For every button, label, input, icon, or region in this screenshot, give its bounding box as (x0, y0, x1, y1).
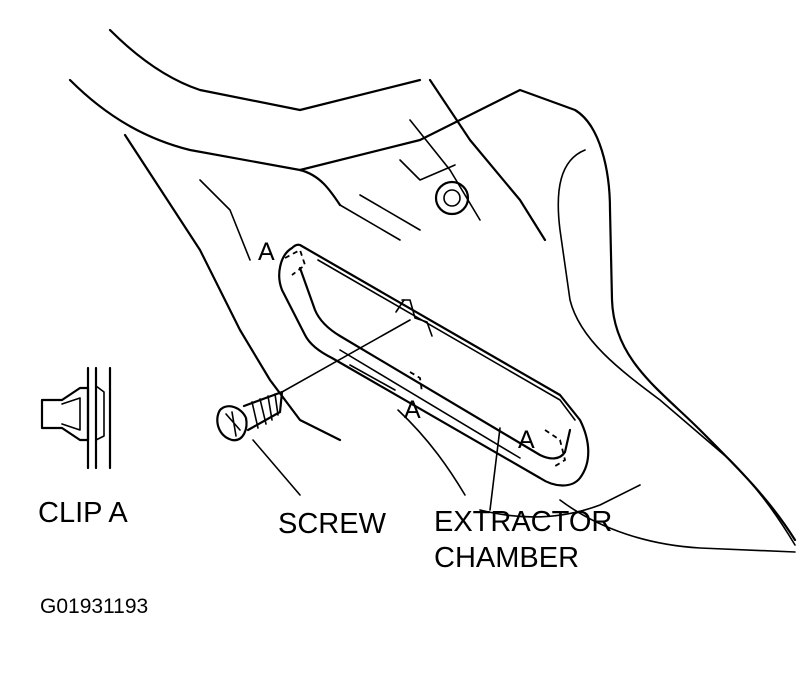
figure-code: G01931193 (40, 595, 149, 618)
leader-lines (252, 319, 501, 511)
screw-label: SCREW (278, 508, 386, 540)
callout-a-left: A (258, 238, 275, 266)
clip-a-shape (40, 366, 112, 470)
body-panel (68, 28, 797, 553)
clip-a-label: CLIP A (38, 497, 128, 529)
screw-shape (216, 390, 284, 442)
grommet (434, 180, 470, 216)
extractor-label-line1: EXTRACTOR (434, 506, 613, 538)
callout-a-right: A (518, 426, 535, 454)
callout-a-middle: A (404, 396, 421, 424)
extractor-label-line2: CHAMBER (434, 542, 580, 574)
extractor-chamber-shape (278, 243, 590, 487)
